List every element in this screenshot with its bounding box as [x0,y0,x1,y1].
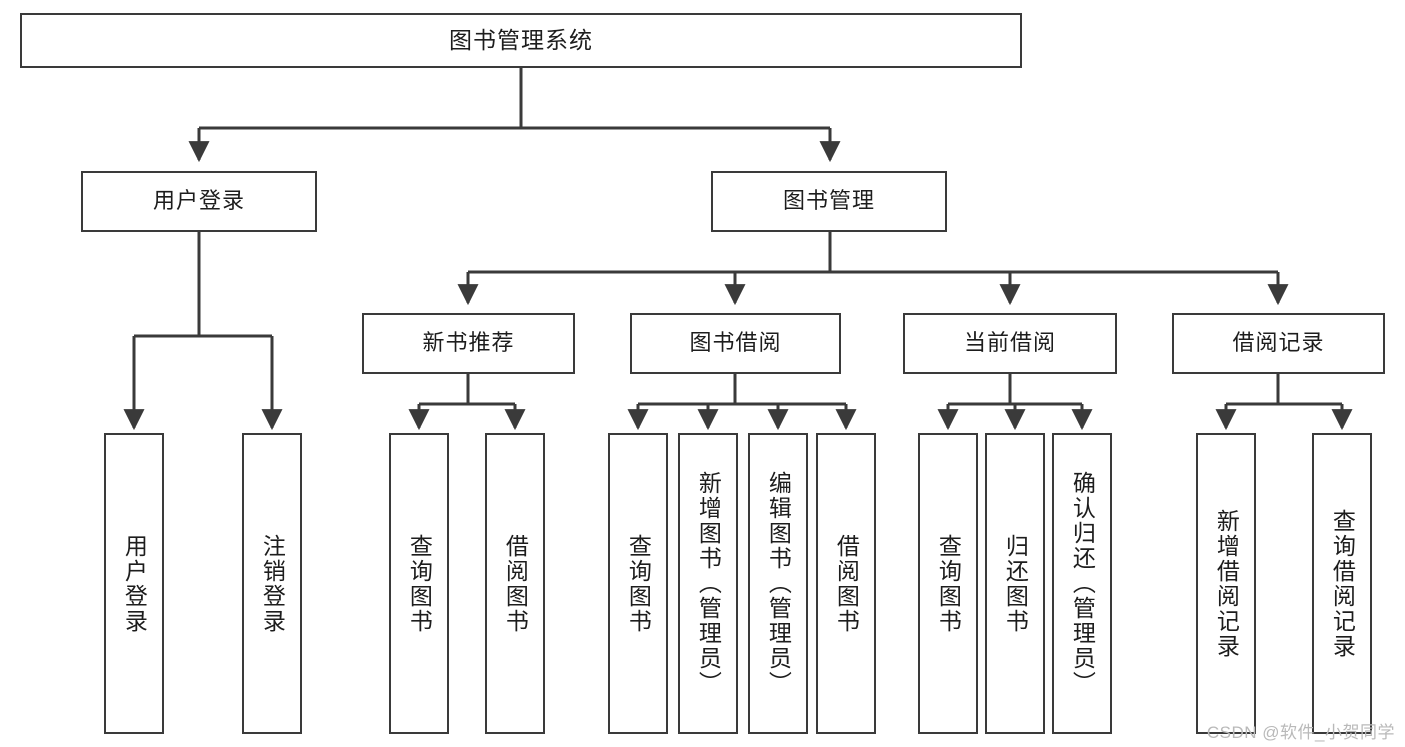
leaf-book-borrow-edit-book-admin[interactable]: 编辑图书（管理员） [748,433,808,734]
node-label: 新书推荐 [422,330,515,356]
leaf-borrow-record-query-record[interactable]: 查询借阅记录 [1312,433,1372,734]
watermark: CSDN @软件_小贺同学 [1206,723,1395,742]
node-label: 图书管理系统 [449,26,593,53]
node-label: 查询图书 [935,533,962,634]
node-borrow-record[interactable]: 借阅记录 [1172,313,1385,374]
node-label: 查询图书 [625,533,652,634]
node-book-management[interactable]: 图书管理 [711,171,947,232]
node-label: 图书管理 [782,188,875,214]
leaf-new-book-query-book[interactable]: 查询图书 [389,433,449,734]
node-user-login[interactable]: 用户登录 [81,171,317,232]
node-book-borrow[interactable]: 图书借阅 [630,313,841,374]
node-label: 编辑图书（管理员） [765,471,792,696]
leaf-book-borrow-borrow-book[interactable]: 借阅图书 [816,433,876,734]
leaf-current-borrow-confirm-return-admin[interactable]: 确认归还（管理员） [1052,433,1112,734]
leaf-new-book-borrow-book[interactable]: 借阅图书 [485,433,545,734]
leaf-borrow-record-add-record[interactable]: 新增借阅记录 [1196,433,1256,734]
node-label: 新增借阅记录 [1213,508,1240,659]
leaf-current-borrow-return-book[interactable]: 归还图书 [985,433,1045,734]
node-label: 新增图书（管理员） [695,471,722,696]
node-current-borrow[interactable]: 当前借阅 [903,313,1117,374]
node-label: 借阅图书 [502,533,529,634]
node-label: 借阅记录 [1232,330,1325,356]
node-label: 用户登录 [152,188,245,214]
node-label: 当前借阅 [963,330,1056,356]
node-label: 注销登录 [259,533,286,634]
node-new-book-recommend[interactable]: 新书推荐 [362,313,575,374]
leaf-book-borrow-add-book-admin[interactable]: 新增图书（管理员） [678,433,738,734]
node-label: 确认归还（管理员） [1069,471,1096,696]
node-root-book-management-system[interactable]: 图书管理系统 [20,13,1022,68]
leaf-user-login-logout[interactable]: 注销登录 [242,433,302,734]
node-label: 归还图书 [1002,533,1029,634]
node-label: 用户登录 [121,533,148,634]
node-label: 图书借阅 [689,330,782,356]
node-label: 查询借阅记录 [1329,508,1356,659]
node-label: 借阅图书 [833,533,860,634]
leaf-user-login-login[interactable]: 用户登录 [104,433,164,734]
leaf-book-borrow-query-book[interactable]: 查询图书 [608,433,668,734]
node-label: 查询图书 [406,533,433,634]
leaf-current-borrow-query-book[interactable]: 查询图书 [918,433,978,734]
